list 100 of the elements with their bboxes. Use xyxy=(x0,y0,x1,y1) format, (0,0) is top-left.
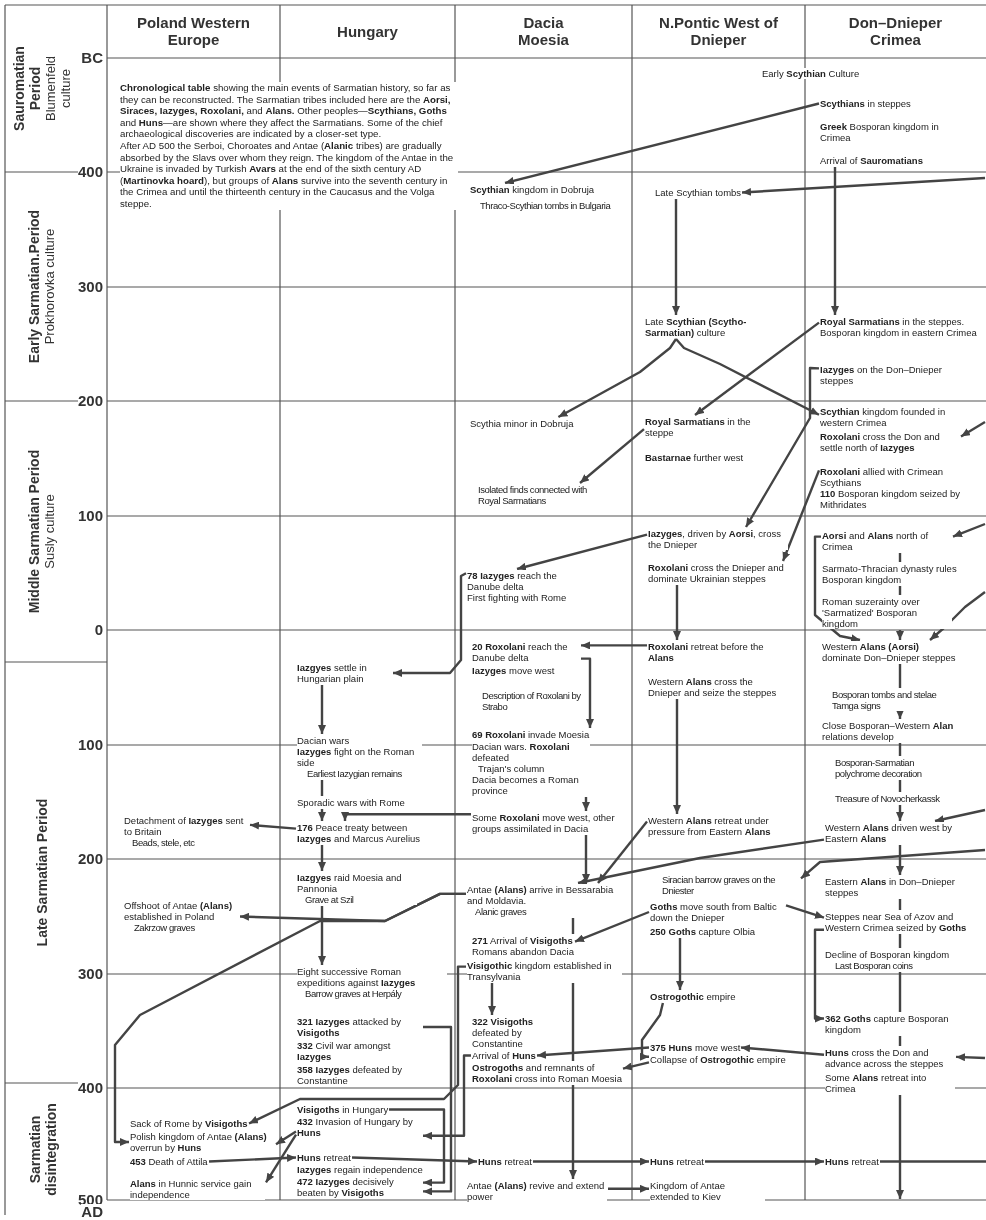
event-text: 69 Roxolani invade Moesia xyxy=(472,729,590,740)
arrow xyxy=(813,535,861,643)
event-text: Bastarnae further west xyxy=(645,452,744,463)
arrow xyxy=(929,591,986,641)
arrow xyxy=(896,710,904,719)
find-text: Bosporan tombs and stelae xyxy=(832,689,937,700)
year-label: 100 xyxy=(77,737,103,753)
event-text: Eastern Alans in Don–Dnieper steppes xyxy=(825,876,956,898)
arrow xyxy=(831,167,839,315)
event-text: Western Alans driven west by Eastern Alans xyxy=(825,822,954,844)
event-text: Huns retreat xyxy=(478,1156,532,1167)
event-text: Kingdom of Antae extended to Kiev xyxy=(650,1180,726,1202)
arrow xyxy=(952,522,986,538)
intro-note: Chronological table showing the main events of Sarmatian history, so far as they can be reconstructed. The Sarmatian tribes included here are the Aorsi, Siraces, Iazyges, Roxolani, and Alans. Other peoples—Scythians, Goths and Huns—are shown where they affect the Sarmatians. Some of the chief archaeological discoveries are indicated by a closer-set type. xyxy=(120,82,452,140)
event-text: 322 Visigoths defeated by Constantine xyxy=(472,1016,535,1049)
arrow xyxy=(581,657,594,728)
arrow xyxy=(351,1156,478,1166)
event-text: Late Scythian tombs xyxy=(655,187,742,198)
event-text: Collapse of Ostrogothic empire xyxy=(650,1054,786,1065)
arrow xyxy=(675,338,820,416)
arrow xyxy=(248,965,466,1125)
column-header: Don–Dnieper Crimea xyxy=(847,14,944,48)
arrow xyxy=(249,821,297,830)
event-text: Decline of Bosporan kingdom xyxy=(825,949,950,960)
period-title: Middle Sarmatian Period xyxy=(26,449,42,614)
find-text: Isolated finds connected with Royal Sarmatians xyxy=(478,484,588,506)
arrow xyxy=(673,699,681,814)
event-text: Roxolani retreat before the Alans xyxy=(648,641,765,663)
find-text: Treasure of Novocherkassk xyxy=(835,793,940,804)
event-text: Antae (Alans) arrive in Bessarabia and Moldavia. xyxy=(467,884,615,906)
event-text: Iazyges move west xyxy=(472,665,555,676)
arrow xyxy=(800,848,986,880)
find-text: Siracian barrow graves on the Dniester xyxy=(662,874,777,896)
event-text: Dacian wars xyxy=(297,735,351,746)
year-label: BC xyxy=(81,50,103,66)
arrow xyxy=(781,469,821,562)
event-text: Scythia minor in Dobruja xyxy=(470,418,574,429)
event-text: Huns cross the Don and advance across the steppes xyxy=(825,1047,945,1069)
arrow xyxy=(318,809,326,821)
arrow xyxy=(672,199,680,315)
arrow xyxy=(393,572,467,677)
arrow xyxy=(640,1002,665,1061)
find-text: Beads, stele, etc xyxy=(132,837,196,848)
connector-line xyxy=(898,972,902,1012)
event-text: Late Scythian (Scytho-Sarmatian) culture xyxy=(645,316,748,338)
culture-label: Susly culture xyxy=(42,494,57,569)
arrow xyxy=(581,641,647,650)
event-text: Roxolani cross the Dnieper and dominate Ukrainian steppes xyxy=(648,562,785,584)
event-text: Huns retreat xyxy=(297,1152,351,1163)
column-header: Hungary xyxy=(337,22,398,40)
event-text: Iazyges regain independence xyxy=(297,1164,423,1175)
event-text: Roxolani allied with Crimean Scythians xyxy=(820,466,945,488)
arrow xyxy=(574,910,650,943)
period-title: Late Sarmatian Period xyxy=(33,798,50,947)
event-text: Sarmato-Thracian dynasty rules Bosporan kingdom xyxy=(822,563,958,585)
arrow xyxy=(113,892,466,1146)
period-title: Sauromatian Period xyxy=(10,45,43,133)
arrow xyxy=(341,812,471,821)
event-text: Visigoths in Hungary xyxy=(297,1104,389,1115)
event-text: Greek Bosporan kingdom in Crimea xyxy=(820,121,940,143)
find-text: Description of Roxolani by Strabo xyxy=(482,690,582,712)
event-text: 321 Iazyges attacked by Visigoths xyxy=(297,1016,403,1038)
event-text: 375 Huns move west xyxy=(650,1042,741,1053)
arrow xyxy=(265,1134,297,1184)
arrow xyxy=(785,904,825,919)
event-text: Some Roxolani move west, other groups assimilated in Dacia xyxy=(472,812,616,834)
event-text: Arrival of Huns xyxy=(472,1050,536,1061)
year-label: 400 xyxy=(77,164,103,180)
event-text: Western Alans (Aorsi) dominate Don–Dnieper steppes xyxy=(822,641,957,663)
event-text: Aorsi and Alans north of Crimea xyxy=(822,530,930,552)
event-text: Polish kingdom of Antae (Alans) overrun by Huns xyxy=(130,1131,268,1153)
arrow xyxy=(516,533,648,571)
event-text: Sack of Rome by Visigoths xyxy=(130,1118,248,1129)
intro-note: After AD 500 the Serboi, Choroates and Antae (Alanic tribes) are gradually absorbed by the Slavs over whom they reign. The kingdom of the Antae in the Ukraine is invaded by Turkish Avars at the end of the sixth century AD (Martinovka hoard), but groups of Alans survive into the seventh century in the Crimea and until the thirteenth century in the Caucasus and the Volga steppe. xyxy=(120,139,455,210)
event-text: 271 Arrival of Visigoths xyxy=(472,935,574,946)
arrow xyxy=(504,102,820,185)
event-text: 358 Iazyges defeated by Constantine xyxy=(297,1064,404,1086)
event-text: Royal Sarmatians in the steppes. Bosporan kingdom in eastern Crimea xyxy=(820,316,978,338)
event-text: Scythian kingdom founded in western Crimea xyxy=(820,406,947,428)
arrow xyxy=(275,1130,297,1146)
event-text: Iazyges, driven by Aorsi, cross the Dnieper xyxy=(648,528,783,550)
event-text: Roxolani cross the Don and settle north of Iazyges xyxy=(820,431,941,453)
event-text: Huns retreat xyxy=(650,1156,704,1167)
event-text: Western Alans cross the Dnieper and seize the steppes xyxy=(648,676,778,698)
find-text: Barrow graves at Herpály xyxy=(305,988,403,999)
arrow xyxy=(577,838,825,886)
event-text: Royal Sarmatians in the steppe xyxy=(645,416,752,438)
find-text: Zakrzow graves xyxy=(134,922,196,933)
arrow xyxy=(744,366,820,528)
event-text: Huns retreat xyxy=(825,1156,879,1167)
event-text: 176 Peace treaty between Iazyges and Marcus Aurelius xyxy=(297,822,422,844)
event-text: Scythians in steppes xyxy=(820,98,911,109)
arrow xyxy=(582,835,590,883)
find-text: Bosporan-Sarmatian polychrome decoration xyxy=(835,757,923,779)
arrow xyxy=(740,1044,825,1056)
arrow xyxy=(597,820,648,884)
arrow xyxy=(813,928,824,1023)
arrow xyxy=(676,938,684,990)
arrow xyxy=(582,797,590,811)
event-text: Ostrogoths and remnants of Roxolani cross into Roman Moesia xyxy=(472,1062,622,1084)
